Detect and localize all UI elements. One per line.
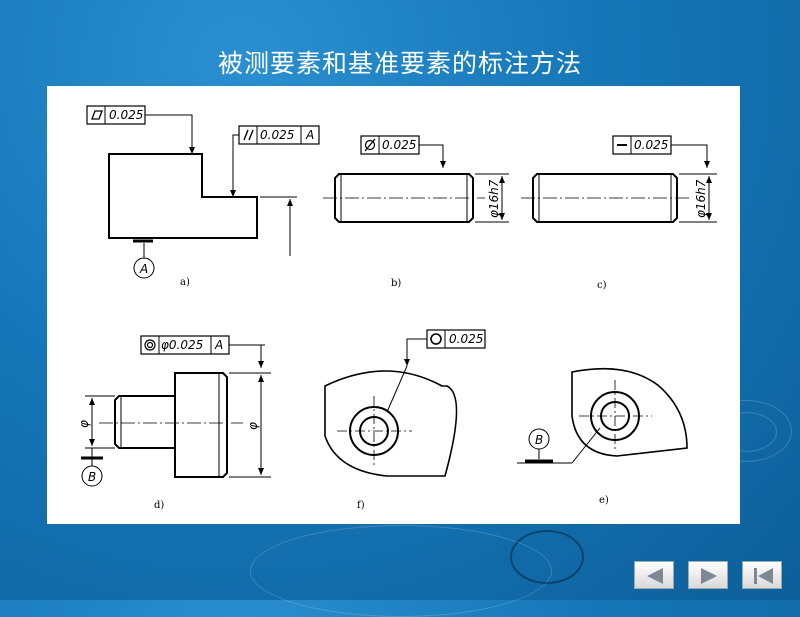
diagram-panel: 0.025 0.025 A A a) 0.025 φ16h7 b) <box>47 86 740 524</box>
fcf-d-tolerance: φ0.025 <box>161 338 203 352</box>
caption-f: f) <box>357 500 365 511</box>
caption-c: c) <box>597 280 607 291</box>
fcf-a2-tolerance: 0.025 <box>260 128 294 142</box>
figure-a <box>86 105 320 279</box>
end-icon <box>754 568 773 584</box>
fcf-f-tolerance: 0.025 <box>449 332 483 346</box>
circularity-icon <box>430 333 442 345</box>
position-icon <box>144 339 156 351</box>
datum-d-label: B <box>88 470 96 484</box>
triangle-left-icon <box>647 568 663 584</box>
fcf-a2-datum: A <box>305 128 314 142</box>
figure-d <box>81 335 271 487</box>
figure-e <box>517 367 688 464</box>
cylindricity-icon <box>364 138 376 152</box>
flatness-icon <box>91 110 103 120</box>
fcf-c-tolerance: 0.025 <box>634 138 668 152</box>
figure-c <box>521 135 717 223</box>
parallelism-icon <box>243 129 254 141</box>
fcf-d-datum: A <box>214 338 223 352</box>
fcf-a1-tolerance: 0.025 <box>109 108 143 122</box>
dim-d-right: φ <box>246 422 260 430</box>
figure-f <box>324 329 486 477</box>
fcf-b-tolerance: 0.025 <box>382 138 416 152</box>
figure-b <box>323 135 509 223</box>
datum-a-label: A <box>139 262 148 276</box>
decorative-ring <box>250 525 552 617</box>
caption-e: e) <box>599 495 609 506</box>
caption-a: a) <box>180 277 190 288</box>
next-slide-button[interactable] <box>688 561 728 589</box>
prev-slide-button[interactable] <box>634 561 674 589</box>
dim-b: φ16h7 <box>487 179 501 218</box>
caption-b: b) <box>391 278 401 289</box>
datum-e-label: B <box>535 433 543 447</box>
dim-d-left: φ <box>77 420 91 428</box>
caption-d: d) <box>154 500 164 511</box>
slide-title: 被测要素和基准要素的标注方法 <box>217 49 582 78</box>
end-slide-button[interactable] <box>742 561 782 589</box>
dim-c: φ16h7 <box>694 179 708 218</box>
triangle-right-icon <box>701 568 717 584</box>
decorative-ring <box>510 530 584 584</box>
